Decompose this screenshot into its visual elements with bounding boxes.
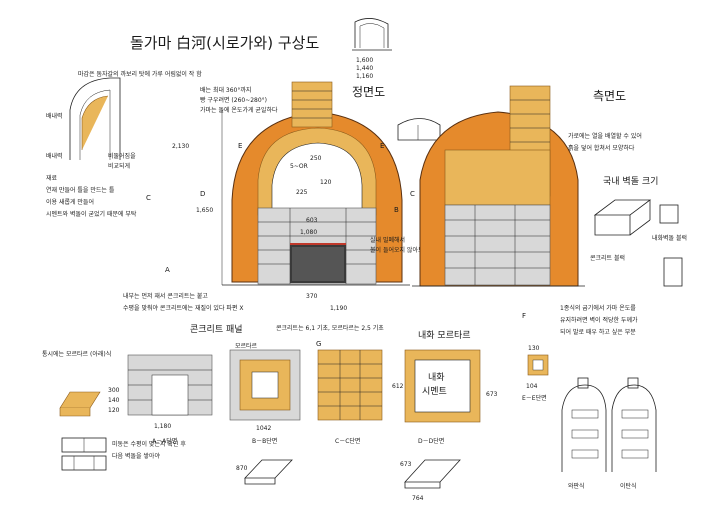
svg-text:120: 120 (108, 407, 120, 414)
panel-sub: 콘크리트는 6,1 기초, 모르타르는 2,5 기초 (276, 324, 384, 332)
svg-text:E－E단면: E－E단면 (522, 394, 547, 402)
svg-text:1,650: 1,650 (196, 207, 213, 214)
svg-text:225: 225 (296, 189, 308, 196)
svg-text:실내 밀폐해서: 실내 밀폐해서 (370, 236, 405, 244)
svg-text:A: A (165, 266, 170, 274)
svg-text:시멘트: 시멘트 (422, 386, 447, 397)
svg-text:연재 만들어 틀을 만드는 틀: 연재 만들어 틀을 만드는 틀 (46, 186, 115, 194)
refractory-title: 내화 모르타르 (418, 330, 471, 341)
section-b: 모르타르 G 1042 B－B단면 (229, 340, 321, 445)
front-view-label: 정면도 (352, 85, 385, 99)
right-note-3: 되어 발로 때우 하고 싶은 부분 (560, 328, 636, 336)
svg-text:흙을 덮어 합쳐서 모양하다: 흙을 덮어 합쳐서 모양하다 (568, 144, 635, 152)
section-a: 1,180 A－A단면 (127, 354, 213, 445)
main-title: 돌가마 白河(시로가와) 구상도 (130, 34, 319, 52)
svg-text:배는 최대 360°까지: 배는 최대 360°까지 (200, 86, 251, 94)
side-view: 가로에는 열을 배열할 수 있어 흙을 덮어 합쳐서 모양하다 F (412, 85, 642, 320)
svg-text:764: 764 (412, 495, 424, 502)
svg-text:130: 130 (528, 345, 540, 352)
svg-text:5~OR: 5~OR (290, 163, 308, 170)
bottom-note-2: 수평을 맞춰야 콘크리트에는 재질이 있다 파편 X (123, 304, 243, 312)
svg-text:870: 870 (236, 465, 248, 472)
svg-text:B－B단면: B－B단면 (252, 437, 277, 445)
svg-text:140: 140 (108, 397, 120, 404)
svg-text:1,600: 1,600 (356, 57, 373, 64)
svg-text:내화벽돌 블럭: 내화벽돌 블럭 (652, 234, 687, 242)
svg-text:603: 603 (306, 217, 318, 224)
svg-text:배내력: 배내력 (46, 152, 63, 160)
svg-text:시멘트와 벽돌이 굳었기 때문에 부탁: 시멘트와 벽돌이 굳었기 때문에 부탁 (46, 210, 137, 218)
svg-text:D: D (200, 190, 205, 198)
svg-text:1,180: 1,180 (154, 423, 171, 430)
side-view-label: 측면도 (593, 89, 626, 103)
mortar-sketch: 300 140 120 (59, 387, 120, 417)
svg-text:이용 새롭게 만들어: 이용 새롭게 만들어 (46, 198, 94, 206)
svg-text:C: C (146, 194, 151, 202)
svg-text:1042: 1042 (256, 425, 271, 432)
svg-text:미동은 수평이 맞는지 확인 후: 미동은 수평이 맞는지 확인 후 (112, 440, 186, 448)
svg-text:673: 673 (400, 461, 412, 468)
svg-text:370: 370 (306, 293, 318, 300)
svg-text:배내력: 배내력 (46, 112, 63, 120)
svg-text:C－C단면: C－C단면 (335, 437, 360, 445)
oven-sketches: 와판식 이탄식 (561, 377, 657, 490)
mortar-note: 통시에는 모르타르 (아래)식 (42, 350, 111, 358)
section-c: C－C단면 (317, 349, 383, 445)
right-note-2: 유지하려면 벽이 적당한 두께가 (560, 316, 638, 324)
svg-text:612: 612 (392, 383, 404, 390)
svg-text:국내 벽돌 크기: 국내 벽돌 크기 (603, 176, 658, 187)
section-d: 내화 시멘트 612 673 D－D단면 (392, 349, 498, 445)
svg-text:1,080: 1,080 (300, 229, 317, 236)
svg-text:1,160: 1,160 (356, 73, 373, 80)
svg-text:마감은 돔자갈의 까보리 탓에 가루 어림없이 작 함: 마감은 돔자갈의 까보리 탓에 가루 어림없이 작 함 (78, 70, 202, 78)
svg-text:내화: 내화 (428, 372, 445, 383)
left-bottom-grid: 미동은 수평이 맞는지 확인 후 다음 벽돌을 쌓아야 (61, 437, 186, 471)
svg-text:빵 구우려면 (260~280°): 빵 구우려면 (260~280°) (200, 96, 267, 104)
thermo-sketch (397, 118, 441, 141)
svg-text:비뚤어짐을: 비뚤어짐을 (108, 152, 136, 160)
svg-text:C: C (410, 190, 415, 198)
svg-text:300: 300 (108, 387, 120, 394)
svg-text:A－A단면: A－A단면 (152, 437, 177, 445)
svg-text:120: 120 (320, 179, 332, 186)
svg-text:G: G (316, 340, 321, 348)
svg-text:673: 673 (486, 391, 498, 398)
svg-text:콘크리트 블럭: 콘크리트 블럭 (590, 254, 625, 262)
svg-text:재료: 재료 (46, 174, 58, 182)
right-note-1: 1종식의 굽기에서 가마 온도를 (560, 304, 636, 312)
svg-text:1,190: 1,190 (330, 305, 347, 312)
brick-sizes: 국내 벽돌 크기 콘크리트 블럭 내화벽돌 블럭 (590, 176, 687, 287)
slab-sketches: 870 673 764 (236, 459, 461, 502)
svg-text:104: 104 (526, 383, 538, 390)
svg-text:이탄식: 이탄식 (620, 482, 637, 490)
svg-text:1,440: 1,440 (356, 65, 373, 72)
section-e: 130 104 E－E단면 (522, 345, 549, 402)
svg-text:E: E (380, 142, 384, 150)
bottom-note-1: 내부는 먼저 재서 콘크리트는 붙고 (123, 292, 208, 300)
svg-text:F: F (522, 312, 526, 320)
svg-text:가마는 돌에 온도가게 균일하다: 가마는 돌에 온도가게 균일하다 (200, 106, 278, 114)
svg-text:E: E (238, 142, 242, 150)
svg-text:와판식: 와판식 (568, 482, 585, 490)
svg-text:가로에는 열을 배열할 수 있어: 가로에는 열을 배열할 수 있어 (568, 132, 642, 140)
svg-text:B: B (394, 206, 399, 214)
svg-text:D－D단면: D－D단면 (418, 437, 444, 445)
svg-text:비교되게: 비교되게 (108, 162, 130, 170)
arch-detail-sketch: 마감은 돔자갈의 까보리 탓에 가루 어림없이 작 함 배내력 배내력 비뚤어짐… (46, 70, 202, 218)
svg-text:다음 벽돌을 쌓아야: 다음 벽돌을 쌓아야 (112, 452, 160, 460)
panel-title: 콘크리트 패널 (190, 324, 243, 335)
front-view: 2,130 1,650 603 1,080 370 1,190 250 5~OR… (146, 81, 424, 312)
svg-text:2,130: 2,130 (172, 143, 189, 150)
top-arch-sketch: 1,600 1,440 1,160 (352, 18, 392, 80)
svg-text:250: 250 (310, 155, 322, 162)
svg-text:모르타르: 모르타르 (235, 342, 258, 350)
svg-text:불이 들어오지 않아도: 불이 들어오지 않아도 (370, 246, 424, 254)
